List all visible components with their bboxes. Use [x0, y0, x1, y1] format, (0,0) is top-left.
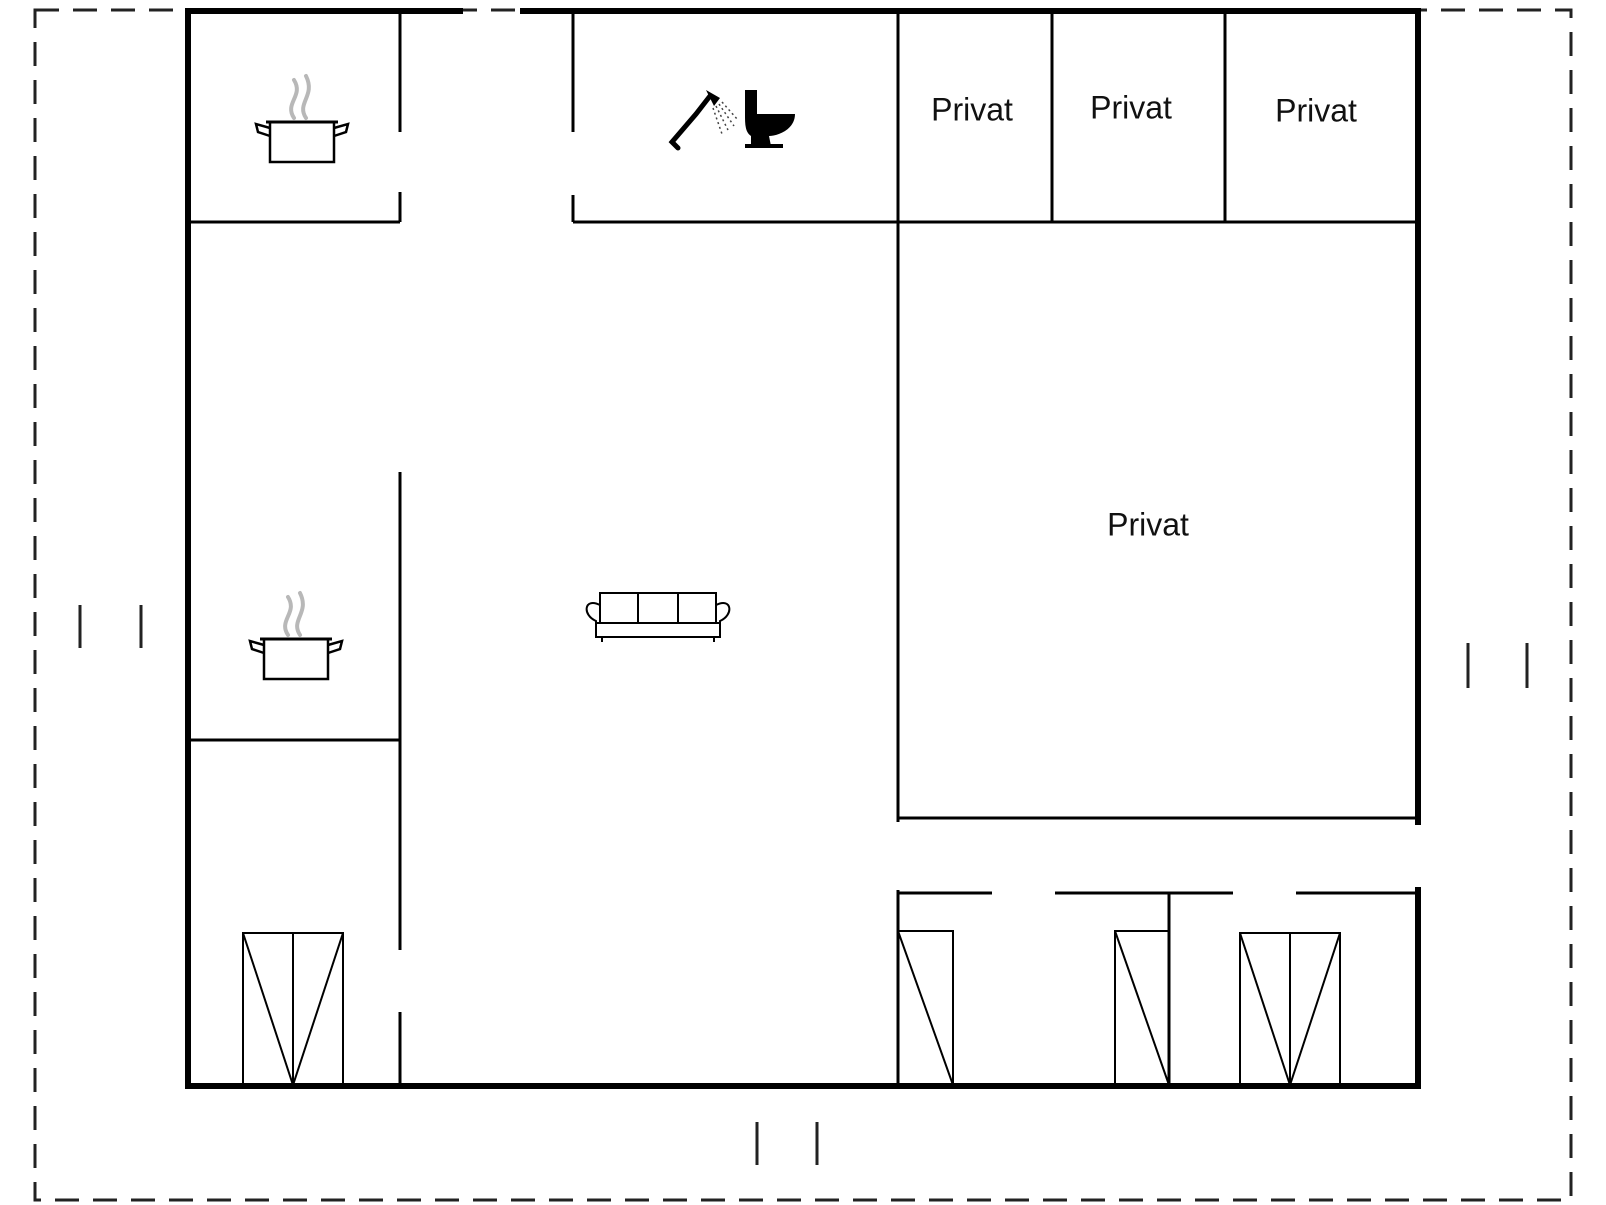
room-label-private-3: Privat — [1275, 92, 1357, 128]
double-door-icon — [1239, 932, 1341, 1086]
single-door-icon — [897, 930, 954, 1086]
sofa-icon — [585, 592, 731, 642]
shower-icon — [668, 90, 739, 151]
boundary-gate-bottom — [755, 1122, 819, 1165]
interior-walls — [188, 11, 1418, 1086]
cooking-pot-icon — [248, 591, 344, 681]
double-door-icon — [242, 932, 344, 1086]
single-door-icon — [1114, 930, 1170, 1086]
room-label-private-large: Privat — [1107, 506, 1189, 542]
room-label-private-2: Privat — [1090, 89, 1172, 125]
outer-walls — [185, 8, 1421, 1089]
toilet-icon — [745, 90, 795, 148]
cooking-pot-icon — [254, 74, 350, 164]
boundary-gate-left — [78, 605, 143, 648]
room-label-private-1: Privat — [931, 91, 1013, 127]
boundary-gate-right — [1466, 643, 1529, 688]
